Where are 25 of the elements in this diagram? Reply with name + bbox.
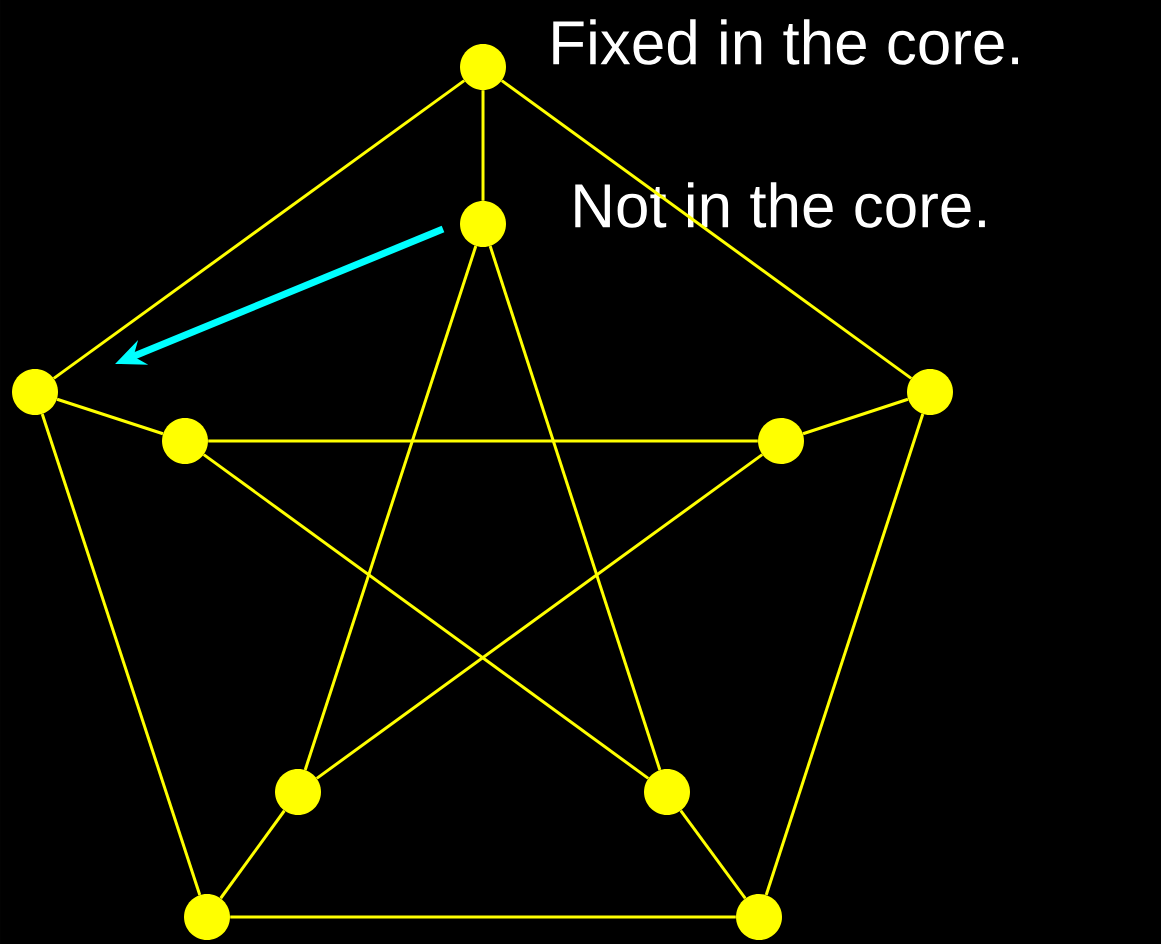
vertex-dot bbox=[12, 369, 58, 415]
edge-line bbox=[764, 413, 925, 896]
edge-line bbox=[481, 90, 485, 201]
edge-line bbox=[219, 809, 286, 900]
edge-line bbox=[488, 245, 662, 771]
edge-line bbox=[315, 453, 764, 780]
vertex-dot bbox=[736, 894, 782, 940]
edge-line bbox=[500, 79, 913, 380]
edge-line bbox=[679, 809, 747, 900]
vertex-dot bbox=[644, 769, 690, 815]
edge-line bbox=[208, 439, 758, 443]
edge-line bbox=[303, 245, 478, 771]
edge-line bbox=[56, 397, 164, 436]
vertex-dot bbox=[275, 769, 321, 815]
edge-line bbox=[202, 453, 650, 780]
vertex-dot bbox=[184, 894, 230, 940]
edge-line bbox=[52, 79, 466, 380]
vertex-dot bbox=[907, 369, 953, 415]
vertex-dot bbox=[162, 418, 208, 464]
edge-line bbox=[230, 915, 736, 919]
annotation-text: Fixed in the core. bbox=[553, 19, 1018, 65]
vertex-dot bbox=[758, 418, 804, 464]
annotation-text: Not in the core. bbox=[575, 182, 985, 228]
edge-line bbox=[40, 413, 202, 896]
edge-line bbox=[802, 397, 909, 436]
